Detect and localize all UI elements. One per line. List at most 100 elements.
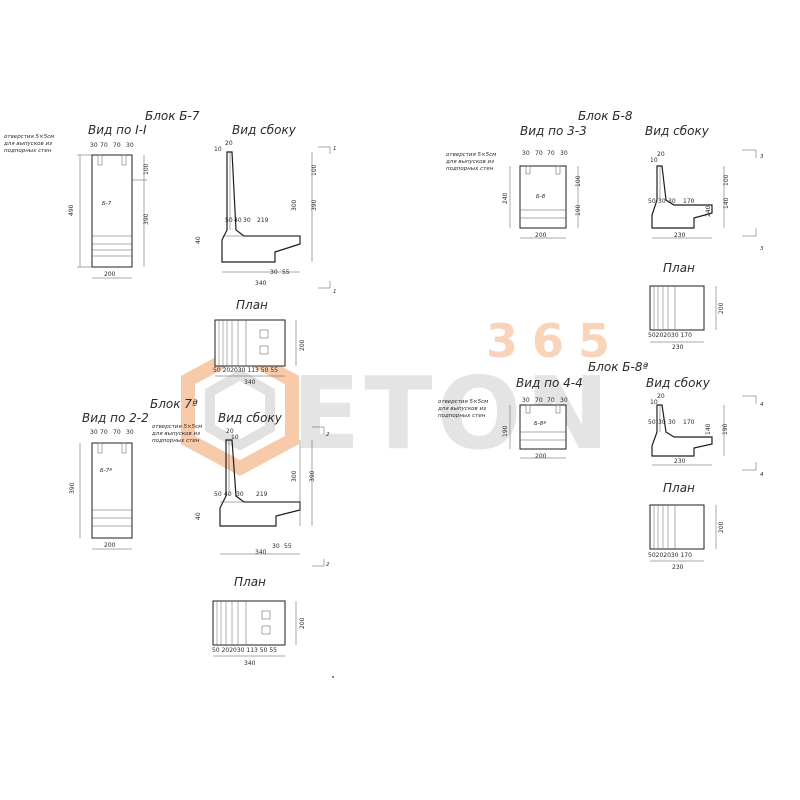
block-b7-plan: План 50 202030 113 50 55 340 200	[213, 298, 306, 386]
block-b7a-side-view: 20 10 50 40 30 219 340 30 55 300 390 40 …	[195, 426, 330, 568]
block-b8a-side-dim-f: 190	[722, 423, 729, 435]
block-b8-side-dim-e: 100	[723, 174, 730, 186]
block-b8-plan-right: 200	[718, 302, 725, 314]
block-b7-section-mark-bottom: 1	[333, 289, 337, 295]
block-b8-side-title: Вид сбоку	[645, 124, 710, 138]
block-b7a-side-dim-total: 340	[255, 549, 267, 556]
block-b7a-section-mark-bottom: 2	[326, 562, 330, 568]
block-b7-side-dim-top-2: 10	[214, 146, 222, 153]
block-b8-front-mark: Б-8	[536, 194, 546, 200]
block-b8a-section-mark-top: 4	[760, 402, 764, 408]
block-b8a-note-1: отверстия 5×5см	[438, 399, 488, 405]
block-b7: Блок Б-7 Вид по I-I Вид сбоку отверстия …	[3, 109, 337, 386]
block-b7a-front-view: Б-7ª 390 200 30 70 70 30	[69, 429, 134, 550]
block-b8a: Блок Б-8ª Вид по 4-4 Вид сбоку отверстия…	[437, 360, 764, 571]
block-b7a-note-3: подпорных стен	[152, 438, 200, 444]
block-b8-front-dim-top-1: 30	[522, 150, 530, 157]
block-b7-side-dim-i: 390	[311, 199, 318, 211]
block-b8-front-dim-left: 240	[502, 192, 509, 204]
block-b8a-plan: План 50202030 170 230 200	[648, 481, 725, 571]
block-b8-side-view: 20 10 50 30 30 170 230 100 140 240 3 3	[648, 149, 764, 252]
block-b8-side-dim-a: 50	[648, 198, 656, 205]
block-b8-side-dim-d: 170	[683, 198, 695, 205]
block-b7-side-dim-d: 219	[257, 217, 269, 224]
block-b8-note-1: отверстия 5×5см	[446, 152, 496, 158]
block-b8a-front-dim-top-2: 70	[535, 397, 543, 404]
block-b8-side-dim-g: 240	[705, 205, 712, 217]
block-b8-front-dim-bottom: 200	[535, 232, 547, 239]
block-b8-title: Блок Б-8	[578, 109, 633, 123]
watermark: 365 ETON	[181, 314, 624, 476]
block-b8a-plan-total: 230	[672, 564, 684, 571]
block-b8: Блок Б-8 Вид по 3-3 Вид сбоку отверстия …	[445, 109, 764, 351]
block-b7-plan-dims: 50 202030 113 50 55	[213, 367, 278, 374]
block-b8-side-dim-total: 230	[674, 232, 686, 239]
block-b7-note-1: отверстия 5×5см	[4, 134, 54, 140]
block-b7-plan-title: План	[236, 298, 268, 312]
block-b8-side-dim-top-2: 10	[650, 157, 658, 164]
block-b7a-note-2: для выпусков из	[151, 431, 200, 437]
block-b7-plan-total: 340	[244, 379, 256, 386]
block-b8-front-title: Вид по 3-3	[520, 124, 587, 138]
block-b7a-title: Блок 7ª	[150, 397, 198, 411]
block-b8a-side-title: Вид сбоку	[646, 376, 711, 390]
block-b8-plan-dims: 50202030 170	[648, 332, 692, 339]
block-b8a-front-dim-left: 190	[502, 425, 509, 437]
block-b7-front-dim-top-1: 30	[90, 142, 98, 149]
block-b7a-side-dim-a: 50	[214, 491, 222, 498]
block-b8-front-view: Б-8 240 100 190 200 30 70 70 30	[502, 150, 582, 239]
block-b8a-side-dim-top-2: 10	[650, 399, 658, 406]
block-b7-side-dim-a: 50	[225, 217, 233, 224]
block-b8-section-mark-top: 3	[760, 154, 764, 160]
block-b7-front-dim-left: 490	[68, 204, 75, 216]
block-b7a-plan-total: 340	[244, 660, 256, 667]
stray-dot	[332, 676, 334, 678]
watermark-hex-icon	[181, 344, 299, 476]
block-b8a-plan-right: 200	[718, 521, 725, 533]
block-b8a-front-view: Б-8ª 190 200 30 70 70 30	[502, 397, 568, 460]
block-b7-side-dim-total: 340	[255, 280, 267, 287]
block-b7-front-dim-right: 390	[143, 213, 150, 225]
block-b7a-side-dim-e: 30	[272, 543, 280, 550]
block-b7a-plan-title: План	[234, 575, 266, 589]
block-b7a-front-dim-left: 390	[69, 482, 76, 494]
block-b7a-note-1: отверстия 5×5см	[152, 424, 202, 430]
block-b7-note-3: подпорных стен	[4, 148, 52, 154]
block-b8-plan-title: План	[663, 261, 695, 275]
block-b7-front-mark: Б-7	[102, 201, 112, 207]
block-b7a-plan-right: 200	[299, 617, 306, 629]
block-b7-section-mark-top: 1	[333, 146, 337, 152]
block-b7a-front-dim-top-1: 30	[90, 429, 98, 436]
block-b8a-front-dim-top-4: 30	[560, 397, 568, 404]
block-b7a-side-dim-h: 390	[309, 470, 316, 482]
block-b7-front-dim-top-4: 30	[126, 142, 134, 149]
block-b7a-front-dim-top-4: 30	[126, 429, 134, 436]
block-b7a-side-dim-g: 300	[291, 470, 298, 482]
block-b8a-note-3: подпорных стен	[438, 413, 486, 419]
block-b8a-front-dim-bottom: 200	[535, 453, 547, 460]
block-b7a-side-dim-i: 40	[195, 512, 202, 520]
block-b7-side-dim-j: 40	[195, 236, 202, 244]
block-b7a-side-dim-c: 30	[236, 491, 244, 498]
block-b8-side-dim-top-1: 20	[657, 151, 665, 158]
block-b7-front-title: Вид по I-I	[88, 123, 147, 137]
block-b8-front-dim-right: 190	[575, 204, 582, 216]
watermark-top-text: 365	[486, 314, 624, 368]
block-b8-front-dim-top-3: 70	[547, 150, 555, 157]
block-b7-side-dim-g: 100	[311, 164, 318, 176]
block-b7-side-dim-top-1: 20	[225, 140, 233, 147]
block-b8a-side-dim-top-1: 20	[657, 393, 665, 400]
block-b7a-side-title: Вид сбоку	[218, 411, 283, 425]
block-b7a-front-title: Вид по 2-2	[82, 411, 149, 425]
block-b8a-side-view: 20 10 50 30 30 170 230 140 190 4 4	[648, 393, 764, 478]
block-b7-side-title: Вид сбоку	[232, 123, 297, 137]
block-b7a-plan: План 50 202030 113 50 55 340 200	[212, 575, 306, 667]
block-b8a-side-dim-d: 170	[683, 419, 695, 426]
block-b8-side-dim-b: 30	[658, 198, 666, 205]
block-b8a-side-dim-b: 30	[658, 419, 666, 426]
block-b8a-plan-dims: 50202030 170	[648, 552, 692, 559]
block-b7-side-dim-h: 300	[291, 199, 298, 211]
block-b8a-front-mark: Б-8ª	[534, 420, 546, 427]
block-b8a-side-dim-a: 50	[648, 419, 656, 426]
